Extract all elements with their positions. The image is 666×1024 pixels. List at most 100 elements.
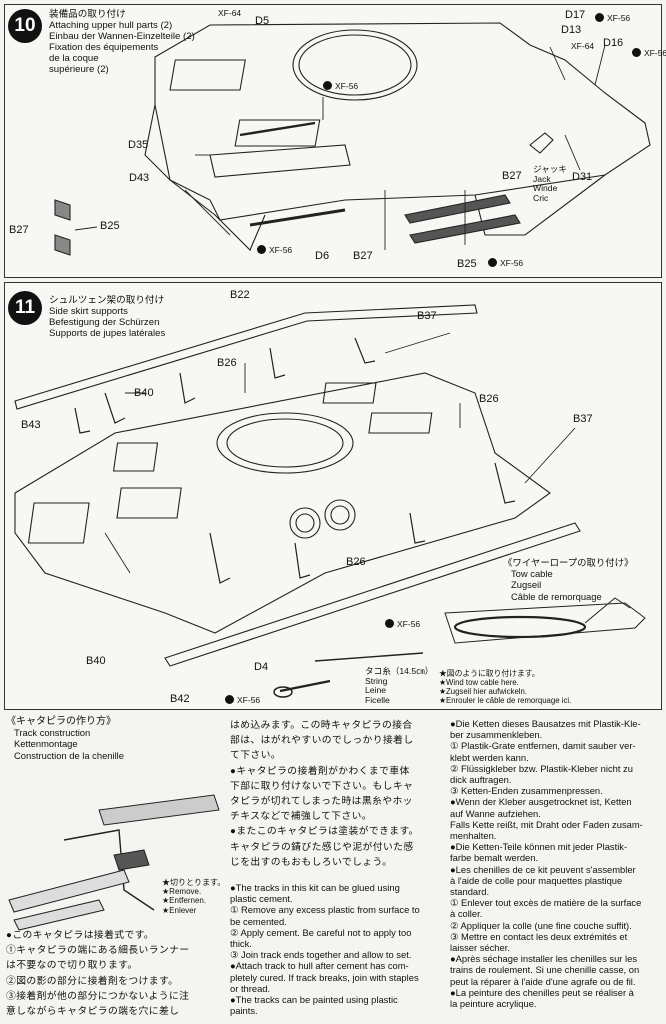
track-jp-2-line: 下部に取り付けないで下さい。もしキャ (230, 780, 414, 792)
track-jp-2-line: チキスなどで補強して下さい。 (230, 811, 372, 823)
hull-upper-drawing (54, 22, 651, 256)
label-b25-a: B25 (100, 220, 120, 232)
paint-xf56-d: XF-56 (257, 245, 292, 255)
string-fr: Ficelle (365, 694, 390, 705)
string-label: タコ糸（14.5㎝） String Leine Ficelle (365, 666, 433, 705)
remove-fr: ★Enlever (162, 905, 197, 915)
track-de-fr-line: à l'aide de colle pour maquettes plastiq… (450, 874, 623, 886)
track-construction-section: 《キャタピラの作り方》 Track construction Kettenmon… (4, 716, 660, 1020)
track-de-fr-line: menhalten. (450, 830, 497, 842)
track-de-fr-line: ber zusammenkleben. (450, 729, 543, 741)
track-de-fr-line: ① Enlever tout excès de matière de la su… (450, 897, 642, 909)
track-de-fr-line: ●Les chenilles de ce kit peuvent s'assem… (450, 863, 636, 875)
track-de-fr-line: peut la réparer à l'aide d'une agrafe ou… (450, 975, 636, 987)
label-b25-b: B25 (457, 258, 477, 270)
track-de-fr-line: ② Flüssigkleber bzw. Plastik-Kleber nich… (450, 762, 633, 774)
track-de-fr-line: ① Plastik-Grate entfernen, damit sauber … (450, 740, 636, 752)
step-number-10: 10 (8, 9, 42, 43)
label-d17: D17 (565, 9, 586, 21)
label-b37-b: B37 (573, 413, 593, 425)
track-jp-2-line: ●キャタピラの接着剤がかわくまで車体 (230, 765, 410, 777)
step-11-title-fr: Supports de jupes latérales (49, 328, 166, 339)
track-drawing (8, 794, 220, 931)
tow-cable-note-en: ★Wind tow cable here. (439, 678, 519, 687)
label-b37-a: B37 (417, 310, 437, 322)
track-jp-1-line: ③接着剤が他の部分につかないように注 (6, 990, 190, 1002)
track-de-fr-line: ●Wenn der Kleber ausgetrocknet ist, Kett… (450, 796, 632, 808)
track-de-fr-line: à coller. (450, 908, 483, 920)
tow-cable-title-fr: Câble de remorquage (511, 590, 602, 602)
tow-cable-note: ★図のように取り付けます。 ★Wind tow cable here. ★Zug… (439, 669, 571, 705)
track-de-fr-line: trains de roulement. Si une chenille cas… (450, 964, 640, 976)
label-d43: D43 (129, 172, 150, 184)
track-de-fr-line: ●Après séchage installer les chenilles s… (450, 953, 638, 965)
label-b43: B43 (21, 419, 41, 431)
label-b26-b: B26 (479, 393, 499, 405)
tow-cable-note-jp: ★図のように取り付けます。 (439, 669, 540, 678)
track-de-fr-line: auf Wanne aufziehen. (450, 807, 541, 819)
track-jp-2-line: じを出すのもおもしろいでしょう。 (230, 856, 393, 868)
label-d6: D6 (315, 250, 330, 262)
track-jp-1-line: 意しながらキャタピラの端を穴に差し (6, 1006, 180, 1018)
jack-label: ジャッキ Jack Winde Cric (533, 164, 567, 203)
step-10-panel: 10 装備品の取り付け Attaching upper hull parts (… (4, 4, 666, 278)
step-10-title-fr-1: Fixation des équipements (49, 42, 159, 53)
label-xf64-a: XF-64 (218, 8, 242, 18)
track-en-line: ●The tracks in this kit can be glued usi… (230, 882, 400, 893)
paint-xf56-d4: XF-56 (225, 695, 260, 705)
track-en-text: ●The tracks in this kit can be glued usi… (230, 882, 448, 1016)
jack-label-de: Winde (533, 183, 558, 194)
label-d13: D13 (561, 24, 582, 36)
side-skirt-drawing (14, 304, 646, 698)
step-11-title-de: Befestigung der Schürzen (49, 317, 160, 328)
track-title-fr: Construction de la chenille (14, 749, 124, 761)
track-jp-2-line: ●またこのキャタピラは塗装ができます。 (230, 826, 419, 838)
step-10-title-jp: 装備品の取り付け (49, 9, 126, 20)
label-b40-a: B40 (134, 387, 154, 399)
track-en-line: ① Remove any excess plastic from surface… (230, 904, 420, 916)
step-10-title-de: Einbau der Wannen-Einzelteile (2) (49, 31, 195, 42)
track-jp-text-2: はめ込みます。この時キャタピラの接合 部は、はがれやすいのでしっかり接着し て下… (230, 718, 448, 870)
track-jp-1-line: は不要なので切り取ります。 (6, 960, 138, 972)
track-de-fr-line: laisser sécher. (450, 942, 510, 954)
track-title-jp: 《キャタピラの作り方》 (6, 716, 116, 727)
step-10-title-fr-2: de la coque (49, 53, 99, 64)
track-de-fr-line: standard. (450, 886, 490, 898)
track-en-line: paints. (230, 1005, 258, 1017)
track-en-line: or thread. (230, 982, 271, 994)
track-column-1: 《キャタピラの作り方》 Track construction Kettenmon… (6, 716, 224, 761)
track-en-line: be cemented. (230, 915, 287, 927)
track-de-fr-line: ② Appliquer la colle (une fine couche su… (450, 919, 632, 931)
track-de-fr-line: la peinture acrylique. (450, 998, 537, 1010)
tow-cable-title: 《ワイヤーロープの取り付け》 Tow cable Zugseil Câble d… (503, 557, 633, 602)
tow-cable-note-de: ★Zugseil hier aufwickeln. (439, 687, 528, 696)
paint-xf56-e: XF-56 (488, 258, 523, 268)
track-title-en: Track construction (14, 727, 91, 739)
label-b40-b: B40 (86, 655, 106, 667)
label-b26-c: B26 (346, 556, 366, 568)
track-en-line: ③ Join track ends together and allow to … (230, 949, 412, 961)
label-b27-b: B27 (353, 250, 373, 262)
jack-label-en: Jack (533, 173, 551, 184)
step-11-panel: 11 シュルツェン架の取り付け Side skirt supports Befe… (4, 282, 662, 710)
track-de-fr-line: farbe bemalt werden. (450, 852, 539, 864)
step-10-title-fr-3: supérieure (2) (49, 64, 109, 75)
step-11-title: シュルツェン架の取り付け Side skirt supports Befesti… (49, 295, 165, 339)
label-d35: D35 (128, 139, 149, 151)
paint-xf56-a: XF-56 (595, 13, 630, 23)
track-de-fr-line: dick auftragen. (450, 774, 512, 786)
remove-de: ★Entfernen. (162, 896, 207, 906)
track-en-line: plastic cement. (230, 893, 293, 905)
step-11-title-en: Side skirt supports (49, 306, 128, 317)
label-d5: D5 (255, 15, 270, 27)
label-xf64-b: XF-64 (571, 41, 595, 51)
string-en: String (365, 675, 388, 686)
remove-en: ★Remove. (162, 887, 202, 897)
track-en-line: pletely cured. If track breaks, join wit… (230, 971, 419, 983)
track-de-fr-line: ●Die Ketten dieses Bausatzes mit Plastik… (450, 718, 641, 729)
jack-label-jp: ジャッキ (533, 164, 567, 174)
remove-jp: ★切りとります。 (162, 878, 226, 887)
step-11-title-jp: シュルツェン架の取り付け (49, 295, 165, 306)
track-en-line: ② Apply cement. Be careful not to apply … (230, 926, 412, 938)
track-de-fr-line: ③ Mettre en contact les deux extrémités … (450, 930, 628, 942)
